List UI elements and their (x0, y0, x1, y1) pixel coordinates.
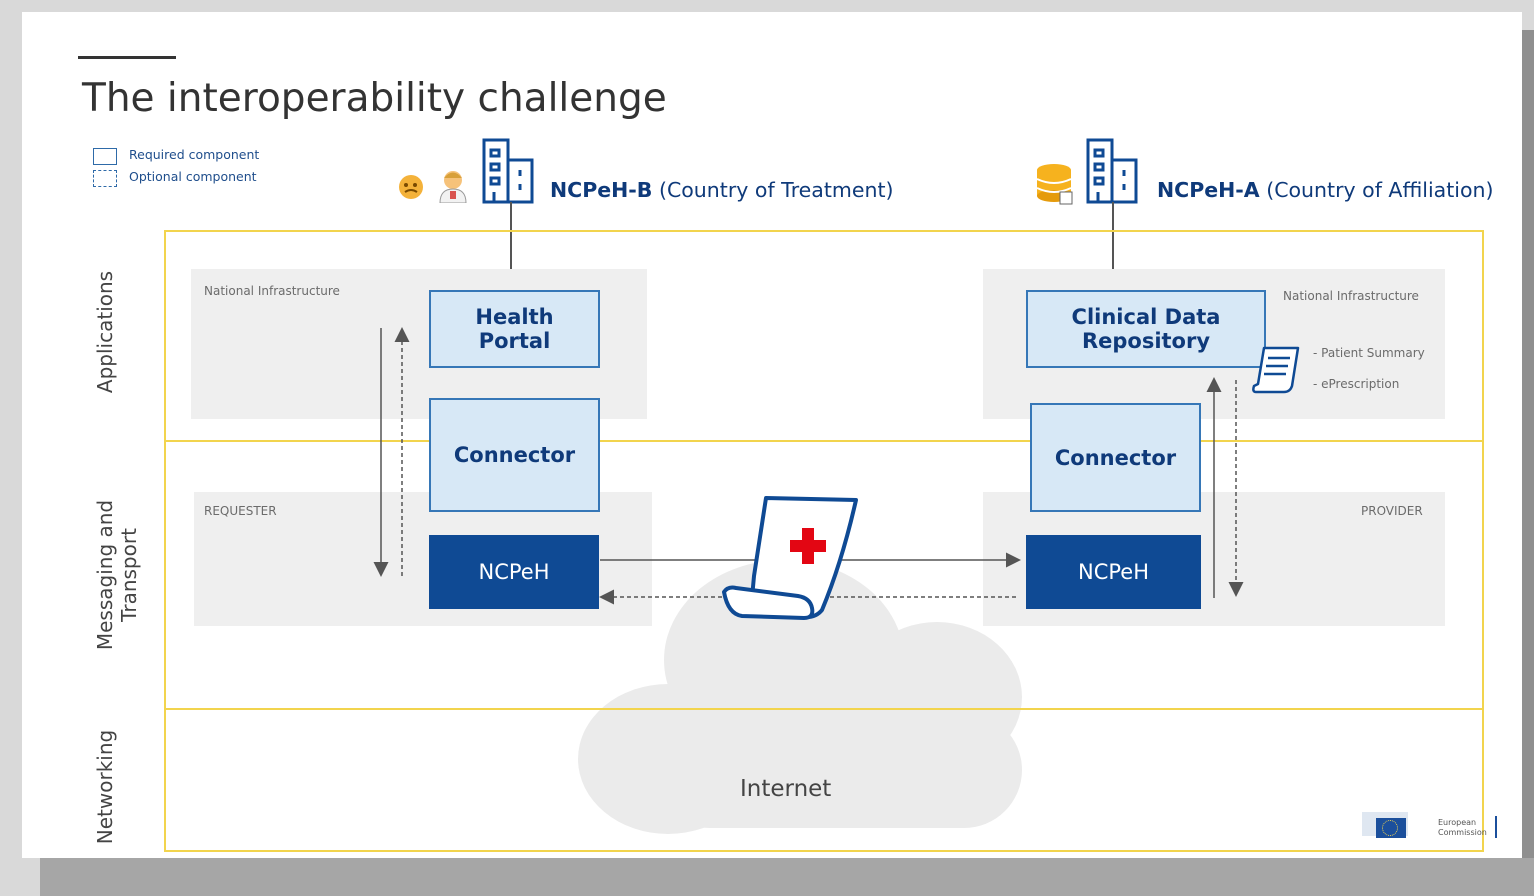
logo-text-line2: Commission (1438, 828, 1487, 837)
slide-shadow-bottom (40, 858, 1534, 896)
requester-label: REQUESTER (204, 504, 277, 518)
country-b-label: (Country of Treatment) (658, 178, 894, 202)
right-connector-box: Connector (1030, 403, 1201, 512)
country-b-code: NCPeH-B (550, 178, 653, 202)
logo-text-line1: European (1438, 818, 1477, 827)
doc-patient-summary: - Patient Summary (1313, 346, 1425, 360)
country-a-link-line (1112, 202, 1114, 270)
left-infra-label: National Infrastructure (204, 284, 340, 298)
medical-document-icon (722, 496, 858, 620)
country-a-label: (Country of Affiliation) (1266, 178, 1494, 202)
slide-title: The interoperability challenge (82, 76, 667, 121)
right-ncpeh-box: NCPeH (1026, 535, 1201, 609)
country-b-heading: NCPeH-B (Country of Treatment) (550, 178, 894, 202)
database-icon (1036, 164, 1073, 205)
health-portal-line1: Health (475, 305, 554, 329)
repository-line2: Repository (1081, 329, 1211, 353)
left-connector-box: Connector (429, 398, 600, 512)
title-rule (78, 56, 176, 59)
slide-shadow-right (1522, 30, 1534, 870)
hospital-building-icon (482, 138, 534, 204)
patient-emoji-icon (399, 175, 423, 199)
doctor-icon (439, 171, 467, 203)
legend-optional-label: Optional component (129, 169, 257, 184)
legend-required-swatch (93, 148, 117, 165)
ministry-building-icon (1086, 138, 1138, 204)
provider-label: PROVIDER (1361, 504, 1423, 518)
document-list-icon (1252, 346, 1300, 394)
country-a-code: NCPeH-A (1157, 178, 1260, 202)
country-a-heading: NCPeH-A (Country of Affiliation) (1157, 178, 1494, 202)
doc-eprescription: - ePrescription (1313, 377, 1400, 391)
left-ncpeh-box: NCPeH (429, 535, 599, 609)
right-infra-label: National Infrastructure (1283, 289, 1419, 303)
country-b-link-line (510, 202, 512, 270)
slide: The interoperability challenge Required … (22, 12, 1522, 858)
repository-line1: Clinical Data (1071, 305, 1221, 329)
legend-required-label: Required component (129, 147, 260, 162)
legend-optional-swatch (93, 170, 117, 187)
internet-label: Internet (740, 776, 832, 802)
flow-arrows (373, 327, 1244, 605)
health-portal-line2: Portal (478, 329, 551, 353)
